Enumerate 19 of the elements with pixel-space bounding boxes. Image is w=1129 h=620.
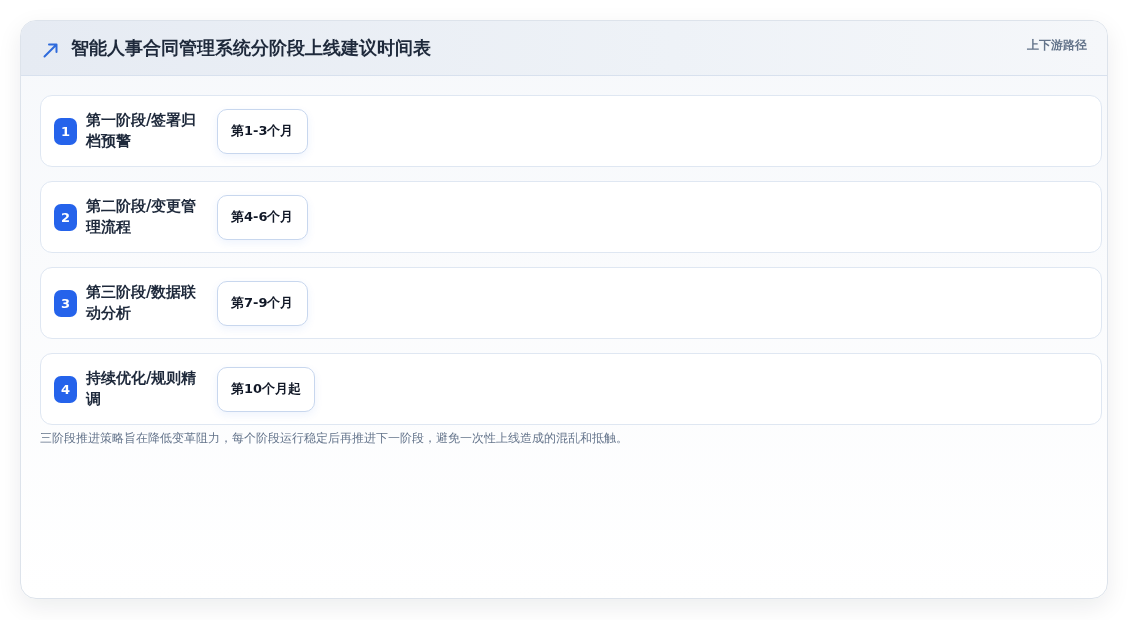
duration-tag: 第4-6个月: [217, 194, 308, 240]
duration-tag: 第7-9个月: [217, 280, 308, 326]
step-number: 3: [54, 289, 77, 317]
step-number: 1: [54, 117, 77, 145]
phase-name: 第一阶段/签署归档预警: [86, 110, 198, 152]
phase-row: [40, 95, 1102, 167]
header-note: 上下游路径: [1027, 37, 1087, 54]
step-number: 2: [54, 203, 77, 231]
caption: 三阶段推进策略旨在降低变革阻力，每个阶段运行稳定后再推进下一阶段，避免一次性上线造成的混乱和抵触。: [40, 430, 628, 447]
phase-row: [40, 267, 1102, 339]
duration-tag: 第10个月起: [217, 366, 316, 412]
phase-name: 第三阶段/数据联动分析: [86, 282, 198, 324]
phase-row: [40, 353, 1102, 425]
phase-row: [40, 181, 1102, 253]
title: 智能人事合同管理系统分阶段上线建议时间表: [71, 36, 431, 60]
phase-name: 第二阶段/变更管理流程: [86, 196, 198, 238]
step-number: 4: [54, 375, 77, 403]
duration-tag: 第1-3个月: [217, 108, 308, 154]
phase-name: 持续优化/规则精调: [86, 368, 198, 410]
